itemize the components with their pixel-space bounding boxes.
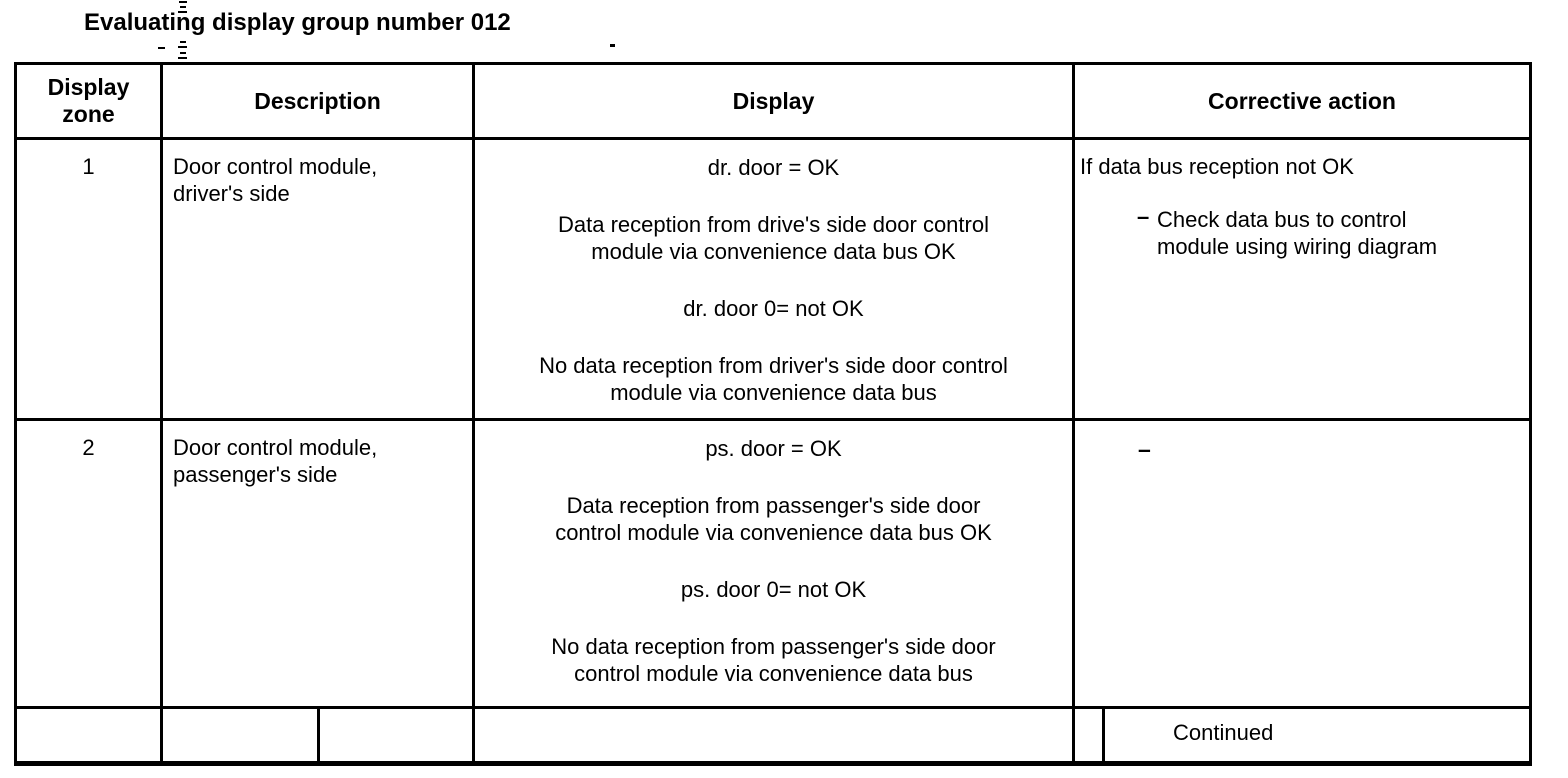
display-line: dr. door 0= not OK <box>683 296 864 321</box>
empty-cell <box>163 709 320 761</box>
description-text: Door control module, passenger's side <box>173 435 378 487</box>
row2-display-cell: ps. door = OK Data reception from passen… <box>475 421 1075 709</box>
corrective-bullet-item: – Check data bus to control module using… <box>1080 204 1457 260</box>
display-line: ps. door = OK <box>705 436 842 461</box>
row1-corrective-cell: If data bus reception not OK – Check dat… <box>1075 140 1529 421</box>
display-line: No data reception from driver's side doo… <box>539 353 1008 405</box>
table-footer-row: Continued <box>17 709 1529 761</box>
row1-zone-cell: 1 <box>17 140 163 421</box>
empty-cell <box>320 709 475 761</box>
bullet-dash: – <box>1137 204 1150 229</box>
row1-display-cell: dr. door = OK Data reception from drive'… <box>475 140 1075 421</box>
scan-artifact-tick <box>610 44 615 47</box>
corrective-bullet-text: Check data bus to control module using w… <box>1157 207 1438 259</box>
scan-artifact-tick <box>180 52 186 54</box>
zone-number: 1 <box>82 154 95 179</box>
scan-artifact-tick <box>178 11 187 13</box>
column-header-display: Display <box>475 65 1075 140</box>
display-line: Data reception from drive's side door co… <box>558 212 989 264</box>
empty-cell <box>1075 709 1105 761</box>
scan-artifact-tick <box>158 47 165 49</box>
scan-artifact-tick <box>178 57 187 59</box>
row1-description-cell: Door control module, driver's side <box>163 140 475 421</box>
column-header-description: Description <box>163 65 475 140</box>
column-header-label: Corrective action <box>1208 87 1396 114</box>
column-header-label: Description <box>254 87 381 114</box>
diagnostic-table: Display zone Description Display Correct… <box>14 62 1532 766</box>
display-line: dr. door = OK <box>707 155 840 180</box>
column-header-label: Display <box>732 87 815 114</box>
corrective-none-dash: – <box>1138 436 1151 462</box>
scan-artifact-tick <box>180 6 186 8</box>
display-line: No data reception from passenger's side … <box>551 634 996 686</box>
page-title: Evaluating display group number 012 <box>84 9 511 36</box>
column-header-display-zone: Display zone <box>17 65 163 140</box>
continued-cell: Continued <box>1105 709 1529 761</box>
scan-artifact-tick <box>180 41 186 43</box>
row2-corrective-cell: – <box>1075 421 1529 709</box>
empty-cell <box>475 709 1075 761</box>
scan-artifact-tick <box>179 1 187 3</box>
continued-label: Continued <box>1173 720 1274 745</box>
description-text: Door control module, driver's side <box>173 154 378 206</box>
corrective-intro: If data bus reception not OK <box>1080 154 1354 179</box>
column-header-corrective-action: Corrective action <box>1075 65 1529 140</box>
display-line: ps. door 0= not OK <box>680 577 867 602</box>
empty-cell <box>17 709 163 761</box>
display-line: Data reception from passenger's side doo… <box>555 493 992 545</box>
row2-description-cell: Door control module, passenger's side <box>163 421 475 709</box>
row2-zone-cell: 2 <box>17 421 163 709</box>
zone-number: 2 <box>82 435 95 460</box>
column-header-label: Display zone <box>47 74 130 127</box>
scan-artifact-tick <box>178 46 187 48</box>
